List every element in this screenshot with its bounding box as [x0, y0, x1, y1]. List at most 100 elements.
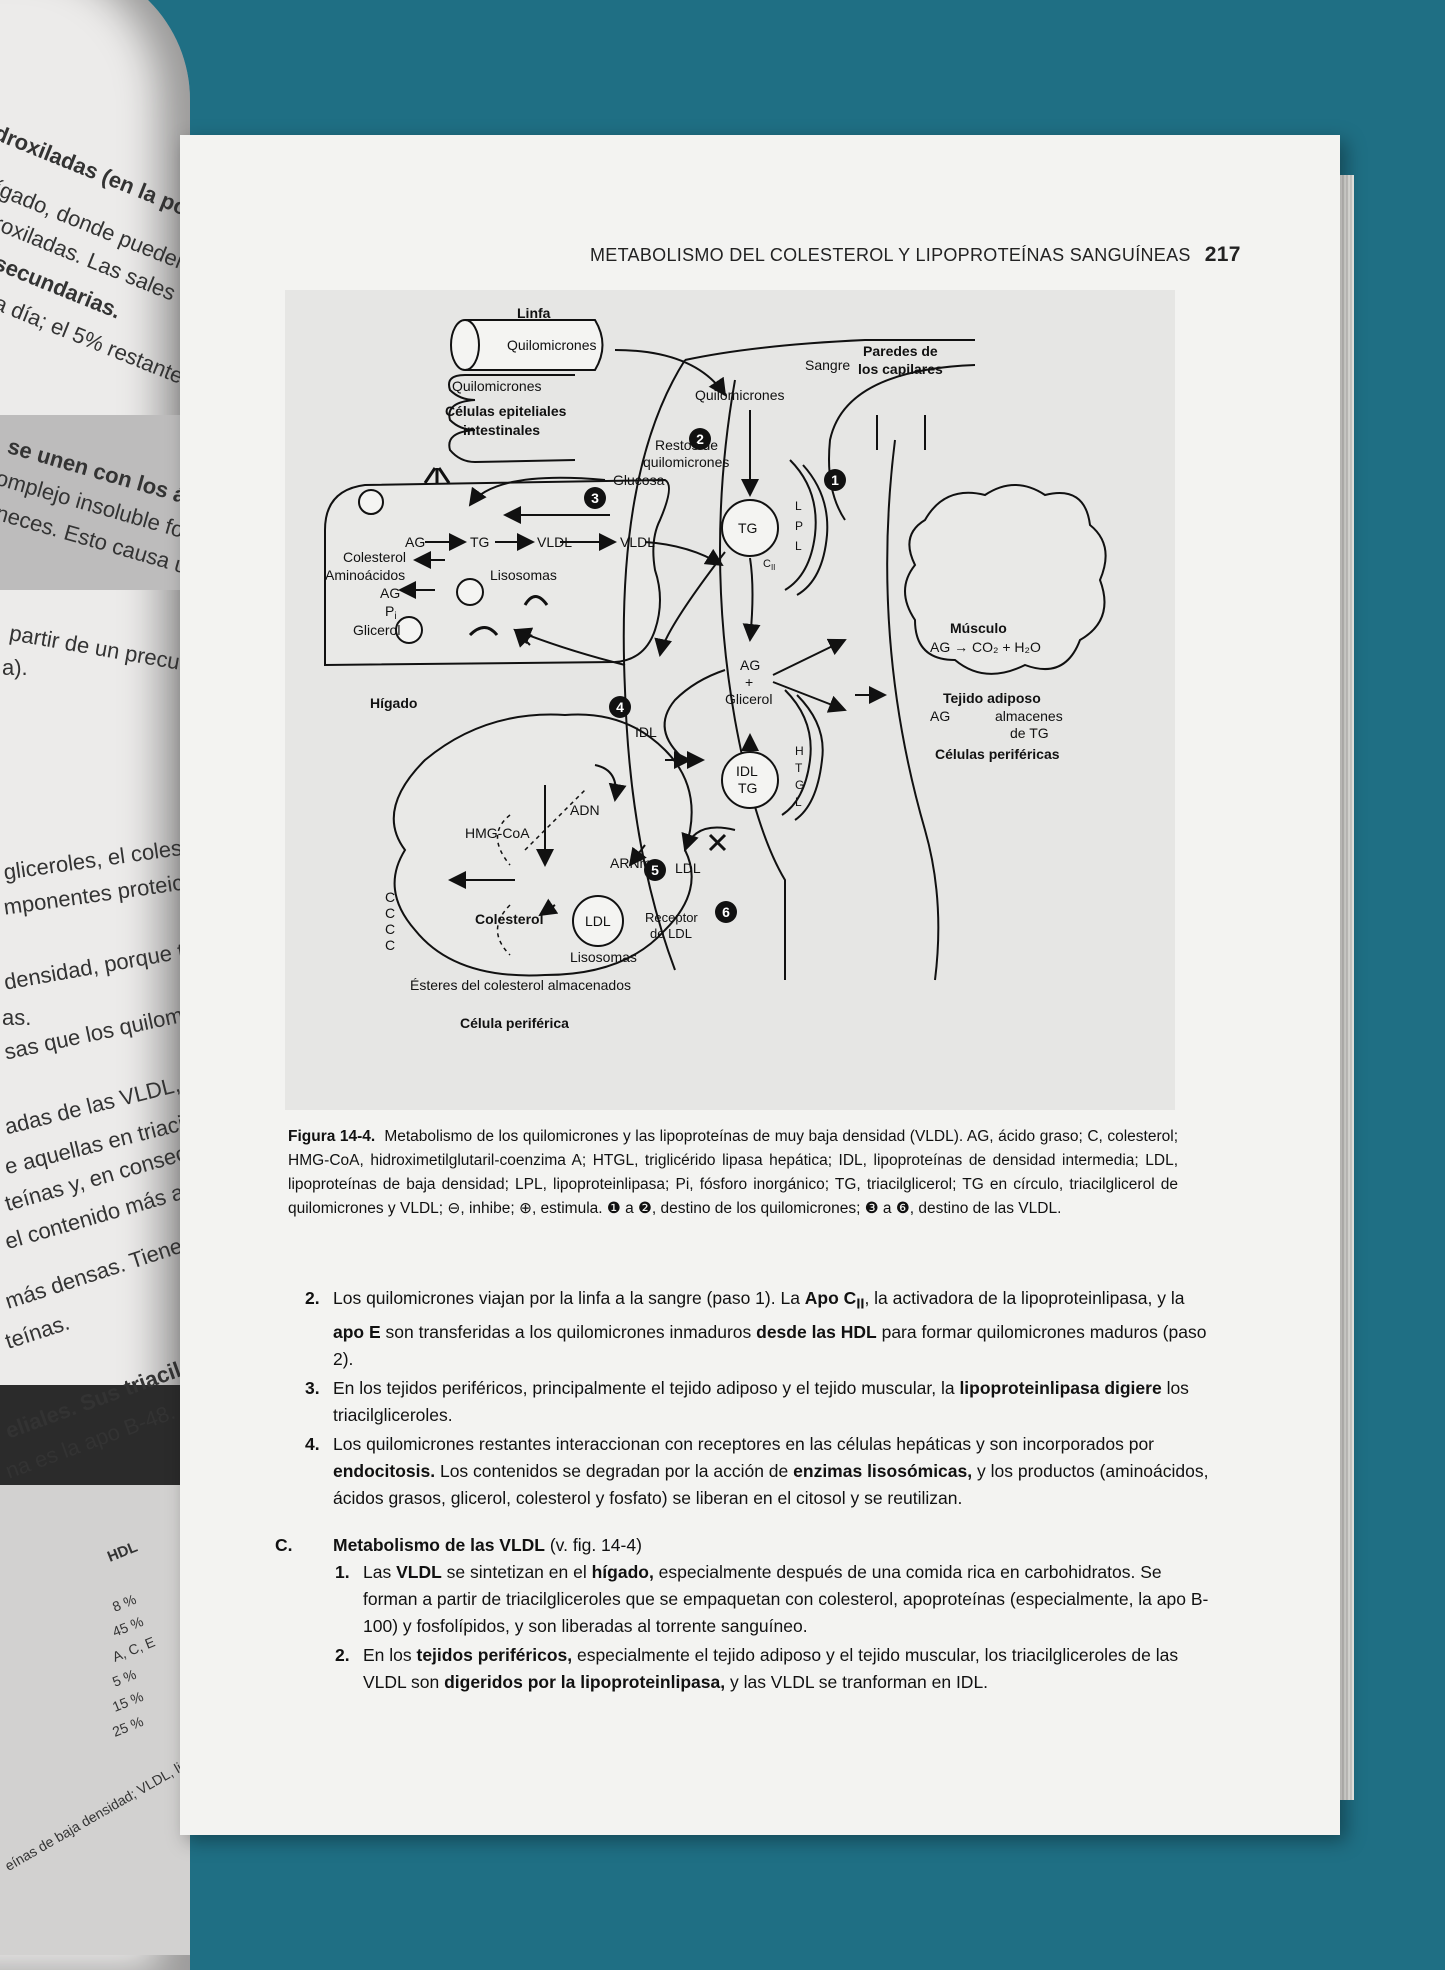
label-ag: AG	[405, 534, 425, 550]
label-pi: Pi	[385, 603, 397, 622]
label-htgl-3: G	[795, 778, 804, 792]
running-header: METABOLISMO DEL COLESTEROL Y LIPOPROTEÍN…	[590, 243, 1241, 267]
left-page-table	[0, 1485, 190, 1955]
text-run: son transferidas a los quilomicrones inm…	[380, 1321, 757, 1342]
left-page-shaded-band	[0, 415, 190, 590]
label-ldl-blood: LDL	[675, 860, 701, 876]
label-sangre: Sangre	[805, 357, 850, 373]
text-run-bold: enzimas lisosómicas,	[793, 1460, 973, 1481]
label-lpl-2: P	[795, 519, 803, 533]
label-htgl-2: T	[795, 761, 803, 775]
label-c-3: C	[385, 921, 395, 937]
label-c-2: C	[385, 905, 395, 921]
list-item: 4. Los quilomicrones restantes interacci…	[275, 1431, 1215, 1512]
text-run: especialmente después de una comida rica…	[363, 1561, 1209, 1636]
body-text: 2. Los quilomicrones viajan por la linfa…	[275, 1285, 1215, 1698]
label-arnm: ARNm	[610, 855, 651, 871]
label-adn: ADN	[570, 802, 600, 818]
label-vldl-liver: VLDL	[537, 534, 572, 550]
label-musculo: Músculo	[950, 620, 1007, 636]
list-item: 3. En los tejidos periféricos, principal…	[275, 1375, 1215, 1429]
text-run: En los	[363, 1644, 417, 1665]
section-ref: (v. fig. 14-4)	[544, 1534, 642, 1555]
label-quilomicrones-sangre: Quilomicrones	[695, 387, 784, 403]
step-marker-6: 6	[722, 904, 730, 920]
label-idl-circle: IDL	[736, 763, 758, 779]
text-run: se sintetizan en el	[441, 1561, 592, 1582]
lipoprotein-metabolism-diagram: 1 2 3 4 5 6 Linfa Quilomicrones Quilomic…	[324, 305, 1107, 1031]
label-paredes-1: Paredes de	[863, 343, 938, 359]
list-item: 2. Los quilomicrones viajan por la linfa…	[275, 1285, 1215, 1373]
item-number: 2.	[305, 1288, 320, 1308]
label-receptor-1: Receptor	[645, 910, 698, 925]
label-ag-center: AG	[740, 657, 760, 673]
caption-label: Figura 14-4.	[288, 1128, 376, 1145]
left-text-fragment: as.	[2, 1005, 32, 1030]
label-aminoacidos: Aminoácidos	[325, 567, 405, 583]
list-item: 2. En los tejidos periféricos, especialm…	[275, 1642, 1215, 1696]
step-marker-5: 5	[651, 862, 659, 878]
label-ag-adiposo: AG	[930, 708, 950, 724]
step-marker-1: 1	[831, 472, 839, 488]
label-hmgcoa: HMG-CoA	[465, 825, 530, 841]
label-lisosomas-celula: Lisosomas	[570, 949, 637, 965]
left-text-fragment: partir de un precursor	[7, 620, 190, 682]
label-intestinales: intestinales	[463, 422, 540, 438]
label-plus: +	[745, 674, 753, 690]
label-lisosomas-liver: Lisosomas	[490, 567, 557, 583]
label-restos-1: Restos de	[655, 437, 718, 453]
label-lpl-1: L	[795, 499, 802, 513]
left-page-table-header	[0, 1385, 190, 1485]
label-vldl-blood: VLDL	[620, 534, 655, 550]
label-colesterol-celula: Colesterol	[475, 911, 543, 927]
text-run: especialmente el tejido adiposo y el tej…	[363, 1644, 1179, 1692]
label-c-1: C	[385, 889, 395, 905]
text-run-bold: endocitosis.	[333, 1460, 436, 1481]
text-run-bold: tejidos periféricos,	[416, 1644, 573, 1665]
label-c-4: C	[385, 937, 395, 953]
label-receptor-2: de LDL	[650, 926, 692, 941]
label-glicerol-list: Glicerol	[353, 622, 400, 638]
item-number: 2.	[335, 1644, 350, 1665]
label-tg: TG	[470, 534, 489, 550]
label-musculo-eq: AG → CO₂ + H₂O	[930, 639, 1041, 655]
label-colesterol: Colesterol	[343, 549, 406, 565]
text-run-bold: apo E	[333, 1321, 381, 1342]
text-run: Los quilomicrones viajan por la linfa a …	[333, 1288, 805, 1308]
text-run-bold: lipoproteinlipasa digiere	[959, 1377, 1162, 1398]
label-glucosa: Glucosa	[613, 472, 665, 488]
label-ag-list: AG	[380, 585, 400, 601]
label-cii: CII	[763, 558, 775, 572]
text-run-bold: digeridos por la lipoproteinlipasa,	[444, 1671, 726, 1692]
label-almacenes: almacenes	[995, 708, 1063, 724]
label-htgl-4: L	[795, 795, 802, 809]
label-celulas-perifericas: Células periféricas	[935, 746, 1060, 762]
label-tg-circle-2: TG	[738, 780, 757, 796]
text-run: En los tejidos periféricos, principalmen…	[333, 1377, 960, 1398]
text-run: Los contenidos se degradan por la acción…	[435, 1460, 794, 1481]
text-run-bold: VLDL	[396, 1561, 442, 1582]
step-marker-4: 4	[616, 699, 624, 715]
figure-background	[285, 290, 1175, 1110]
text-run: los triacilgliceroles.	[333, 1377, 1189, 1425]
label-quilomicrones-epitelio: Quilomicrones	[452, 378, 541, 394]
label-quilomicrones-linfa: Quilomicrones	[507, 337, 596, 353]
label-lpl-3: L	[795, 539, 802, 553]
figure-caption: Figura 14-4. Metabolismo de los quilomic…	[288, 1125, 1178, 1221]
label-paredes-2: los capilares	[858, 361, 943, 377]
step-marker-3: 3	[591, 490, 599, 506]
text-run-bold: Apo C	[804, 1288, 857, 1308]
header-title: METABOLISMO DEL COLESTEROL Y LIPOPROTEÍN…	[590, 245, 1191, 265]
label-tg-circle: TG	[738, 520, 757, 536]
left-text-fragment: a).	[2, 655, 28, 680]
text-run-sub: II	[856, 1296, 865, 1313]
label-htgl-1: H	[795, 744, 804, 758]
item-number: 1.	[335, 1561, 350, 1582]
text-run: y las VLDL se tranforman en IDL.	[725, 1671, 989, 1692]
section-title: Metabolismo de las VLDL	[333, 1534, 545, 1555]
text-run: para formar quilomicrones maduros (paso …	[333, 1321, 1207, 1369]
item-number: 4.	[305, 1433, 320, 1454]
left-text-fragment: teínas.	[2, 1309, 73, 1354]
label-glicerol-center: Glicerol	[725, 691, 772, 707]
label-ldl-circle: LDL	[585, 913, 611, 929]
